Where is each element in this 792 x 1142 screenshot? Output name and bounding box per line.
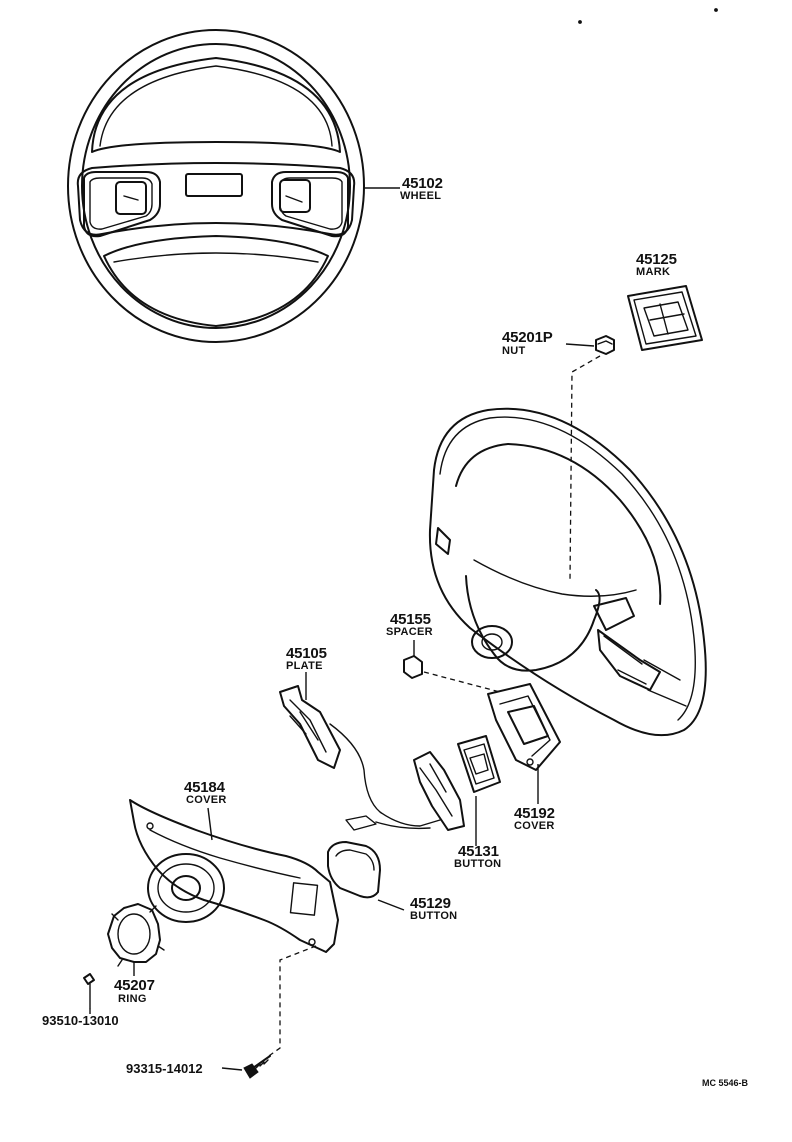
wheel-part-name: WHEEL <box>400 190 442 202</box>
cover-45192-part-number: 45192 <box>514 805 555 822</box>
plate-wiring-part <box>279 672 465 831</box>
spacer-part-number: 45155 <box>390 611 431 628</box>
nut-part <box>565 335 615 581</box>
wheel-part-number: 45102 <box>402 175 443 192</box>
screw-b-part-number: 93315-14012 <box>126 1061 203 1076</box>
mark-part-name: MARK <box>636 266 671 278</box>
ring-part <box>107 903 165 976</box>
cover-45192-part <box>487 683 561 804</box>
cover-45184-part-number: 45184 <box>184 779 225 796</box>
screw-b-part <box>221 945 317 1079</box>
button-45129-part-number: 45129 <box>410 895 451 912</box>
nut-part-name: NUT <box>502 345 526 357</box>
plate-part-name: PLATE <box>286 660 323 672</box>
wheel-rear-view <box>428 407 707 737</box>
button-45129-part-name: BUTTON <box>410 910 458 922</box>
spacer-part-name: SPACER <box>386 626 433 638</box>
cover-45184-part-name: COVER <box>186 794 227 806</box>
button-45129-part <box>327 841 405 911</box>
print-speck <box>578 20 582 24</box>
button-45131-part-name: BUTTON <box>454 858 502 870</box>
drawing-reference: MC 5546-B <box>702 1078 749 1088</box>
button-45131-part <box>457 735 501 846</box>
screw-a-part <box>83 973 95 1014</box>
ring-part-number: 45207 <box>114 977 155 994</box>
cover-45192-part-name: COVER <box>514 820 555 832</box>
spacer-part <box>403 640 501 693</box>
button-45131-part-number: 45131 <box>458 843 499 860</box>
ring-part-name: RING <box>118 993 147 1005</box>
print-speck <box>714 8 718 12</box>
mark-emblem <box>627 285 703 351</box>
screw-a-part-number: 93510-13010 <box>42 1013 119 1028</box>
mark-part-number: 45125 <box>636 251 677 268</box>
wheel-front-view <box>67 29 365 343</box>
plate-part-number: 45105 <box>286 645 327 662</box>
nut-part-number: 45201P <box>502 329 553 346</box>
cover-45184-part <box>129 799 339 953</box>
